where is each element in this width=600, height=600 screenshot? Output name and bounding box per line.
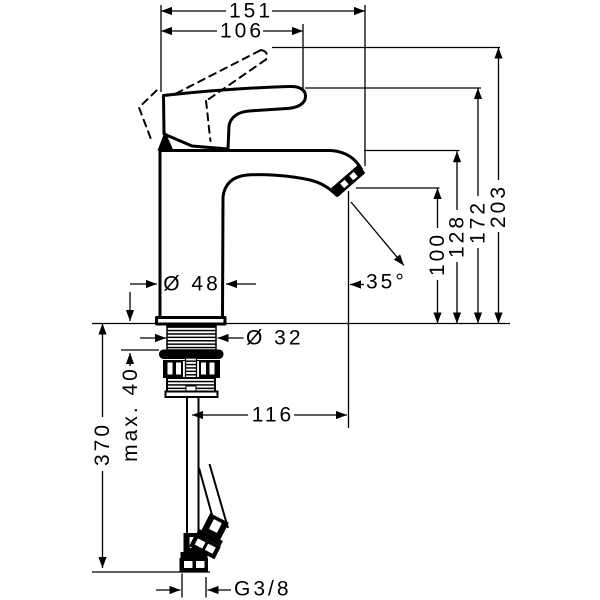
dim-handle-reach: 106 [161, 20, 304, 89]
dim-outlet-height: 100 [356, 187, 449, 324]
dim-total-width-label: 151 [229, 0, 273, 23]
dim-thread: G3/8 [156, 573, 292, 600]
dim-total-width: 151 [160, 0, 366, 166]
dim-spout-height: 128 [364, 149, 469, 324]
dim-body-diameter-label: Ø 48 [163, 273, 221, 296]
dim-max-mounting: max. 40 [119, 292, 159, 462]
dim-outlet-height-label: 100 [426, 232, 449, 276]
dim-hose-length-label: 370 [91, 422, 114, 466]
dim-body-diameter: Ø 48 [130, 273, 256, 296]
aerator-icon [331, 165, 365, 197]
dim-handle-reach-label: 106 [220, 20, 264, 43]
dim-shank-diameter-label: Ø 32 [246, 327, 304, 350]
dim-shank-diameter: Ø 32 [140, 327, 304, 350]
faucet-body [155, 149, 364, 326]
dim-hose-length: 370 [91, 323, 114, 568]
dim-outlet-angle: 35° [347, 191, 407, 428]
dim-total-height: 203 [272, 46, 510, 324]
dim-total-height-label: 203 [487, 184, 510, 228]
mounting-assembly [159, 325, 224, 398]
dim-thread-label: G3/8 [234, 578, 292, 600]
dim-handle-height-label: 172 [467, 200, 490, 244]
dim-max-mounting-label: max. 40 [119, 366, 142, 462]
handle-open-dashed-outline [137, 49, 269, 142]
dim-spout-height-label: 128 [446, 214, 469, 258]
handle [157, 84, 307, 151]
supply-hoses [92, 397, 229, 573]
dim-handle-height: 172 [305, 87, 490, 324]
hose-connector-angled [189, 513, 229, 560]
dim-spout-reach: 116 [192, 404, 347, 427]
dim-outlet-angle-label: 35° [366, 271, 407, 294]
dim-spout-reach-label: 116 [252, 404, 294, 427]
